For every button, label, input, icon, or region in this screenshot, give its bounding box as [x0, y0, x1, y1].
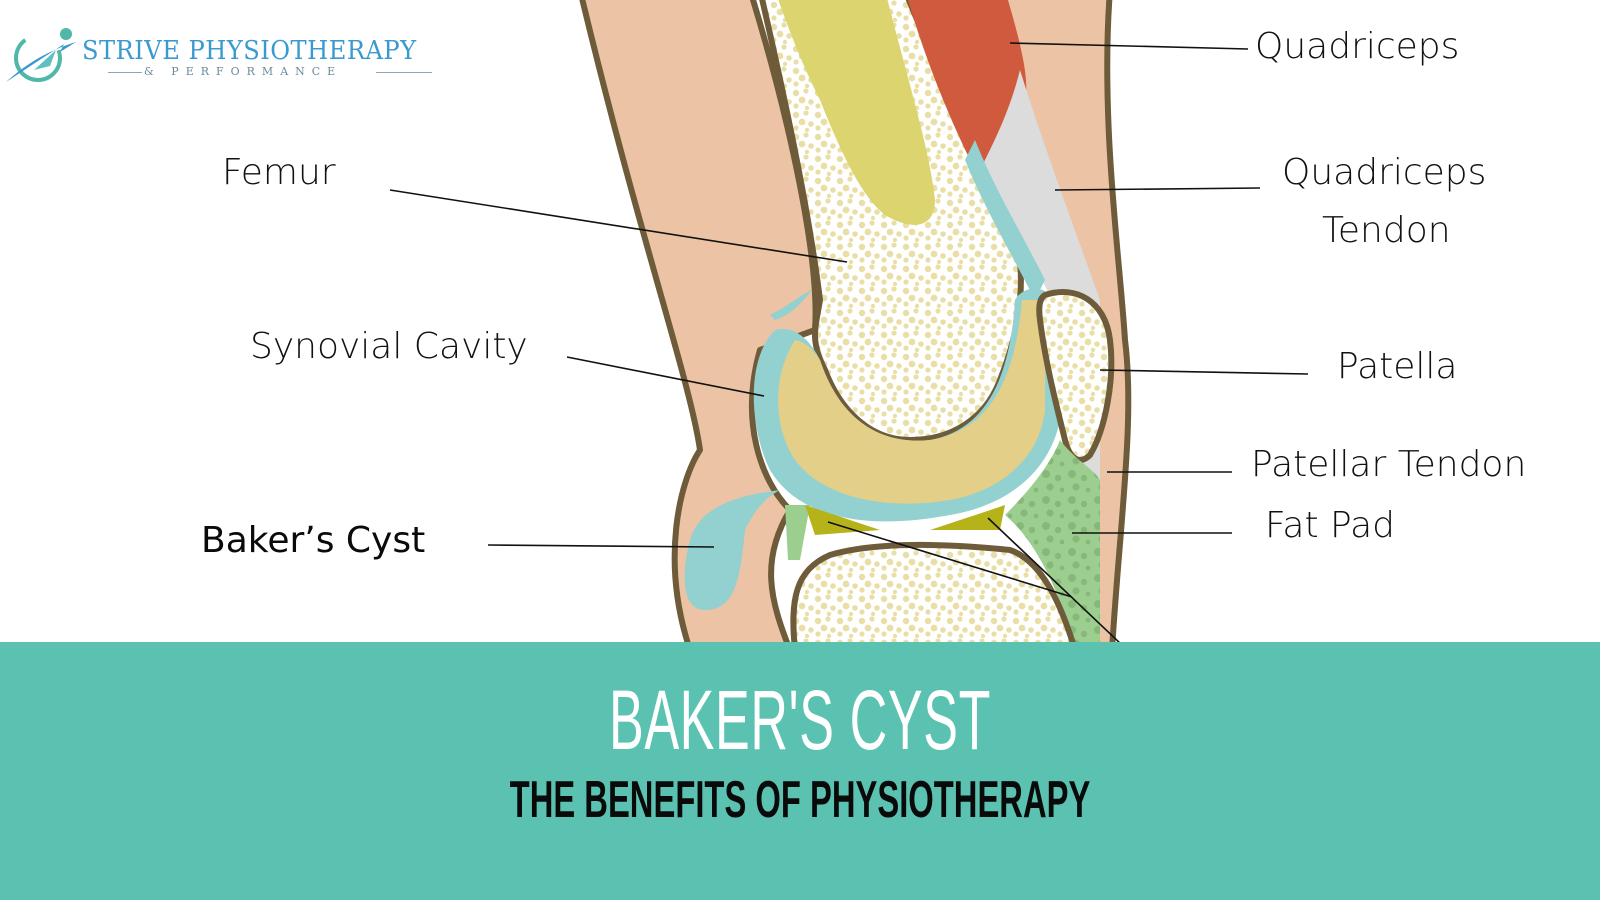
leader-patella: [1099, 369, 1309, 375]
logo-tagline: & PERFORMANCE: [144, 65, 343, 78]
leader-femur: [389, 189, 848, 263]
label-bakers-cyst: Baker’s Cyst: [201, 520, 426, 561]
label-femur: Femur: [222, 152, 336, 193]
label-quadriceps-tendon-line2: Tendon: [1322, 210, 1451, 251]
leader-meniscus-1: [827, 521, 1073, 598]
label-patellar-tendon: Patellar Tendon: [1251, 444, 1527, 485]
label-synovial-cavity: Synovial Cavity: [250, 326, 528, 367]
banner-title: BAKER'S CYST: [608, 673, 992, 767]
leader-synovial-cavity: [566, 356, 765, 397]
label-patella: Patella: [1337, 346, 1458, 387]
knee-illustration-area: STRIVE PHYSIOTHERAPY & PERFORMANCE Quadr…: [4, 0, 1527, 642]
logo-runner-icon: [6, 28, 76, 82]
logo-rule-right: [376, 72, 432, 73]
knee-anatomy-illustration: [389, 0, 1309, 642]
title-banner: BAKER'S CYST THE BENEFITS OF PHYSIOTHERA…: [0, 642, 1600, 900]
leader-bakers-cyst: [487, 544, 715, 548]
banner-subtitle: THE BENEFITS OF PHYSIOTHERAPY: [509, 771, 1091, 829]
leader-quadriceps: [1009, 42, 1249, 50]
leader-quadriceps-tendon: [1054, 187, 1261, 191]
label-fat-pad: Fat Pad: [1265, 505, 1396, 546]
strive-logo[interactable]: STRIVE PHYSIOTHERAPY & PERFORMANCE: [4, 26, 434, 86]
leader-meniscus-2: [987, 517, 1120, 642]
logo-name: STRIVE PHYSIOTHERAPY: [82, 36, 417, 66]
logo-rule-left: [108, 72, 142, 73]
label-quadriceps: Quadriceps: [1255, 26, 1460, 67]
label-quadriceps-tendon-line1: Quadriceps: [1282, 152, 1487, 193]
